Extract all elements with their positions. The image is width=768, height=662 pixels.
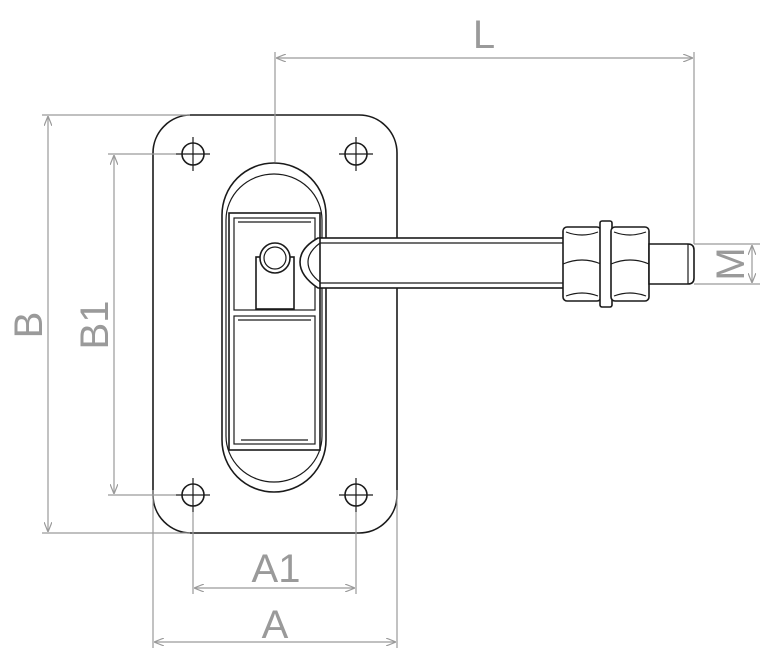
hex-nut-right bbox=[610, 226, 650, 302]
label-l: L bbox=[473, 13, 495, 57]
slot-inner-outline bbox=[225, 173, 323, 483]
dimension-b: B bbox=[7, 114, 190, 534]
rod-pivot-curve bbox=[307, 242, 321, 283]
rod-tip bbox=[648, 243, 695, 285]
dimension-m: M bbox=[694, 243, 760, 285]
label-b: B bbox=[7, 312, 51, 339]
hex-nut-left bbox=[562, 226, 602, 302]
mounting-hole-bottom-left bbox=[176, 478, 210, 512]
label-a1: A1 bbox=[252, 547, 301, 591]
pivot-pin bbox=[255, 242, 295, 310]
rod-pivot-head bbox=[299, 237, 323, 289]
dimension-l: L bbox=[274, 13, 695, 244]
mounting-hole-top-left bbox=[176, 137, 210, 171]
mounting-hole-top-right bbox=[339, 137, 373, 171]
label-a: A bbox=[262, 603, 289, 647]
label-m: M bbox=[709, 247, 753, 280]
dimension-a1: A1 bbox=[192, 512, 357, 594]
label-b1: B1 bbox=[73, 301, 117, 350]
mounting-hole-bottom-right bbox=[339, 478, 373, 512]
dimension-b1: B1 bbox=[73, 153, 176, 496]
threaded-rod bbox=[319, 237, 567, 289]
dimension-a: A bbox=[152, 490, 398, 648]
clamp-lower-block bbox=[233, 315, 316, 445]
